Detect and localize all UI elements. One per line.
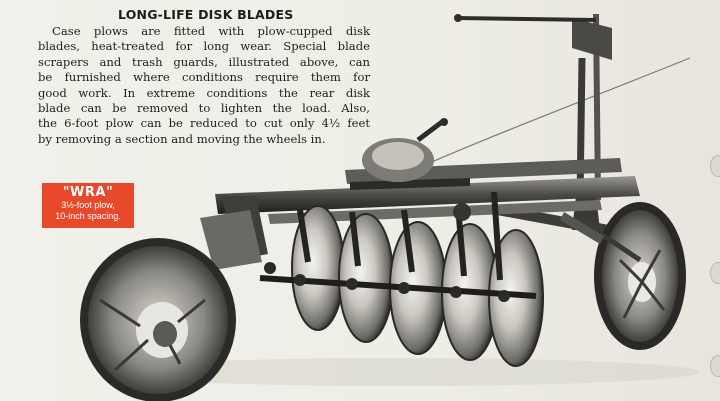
disk-plow-illustration — [80, 13, 700, 401]
binder-hole — [710, 155, 720, 177]
model-tag: "WRA" 3½-foot plow, 10-inch spacing. — [42, 183, 134, 228]
description-line: good work. In extreme conditions the rea… — [38, 85, 370, 100]
section-heading: LONG-LIFE DISK BLADES — [118, 7, 294, 22]
binder-hole — [710, 355, 720, 377]
description-line: scrapers and trash guards, illustrated a… — [38, 54, 370, 69]
description-line: be furnished where conditions require th… — [38, 70, 370, 85]
description-line: the 6-foot plow can be reduced to cut on… — [38, 116, 370, 131]
model-size: 3½-foot plow, — [61, 200, 115, 210]
description-line: blade can be removed to lighten the load… — [38, 101, 370, 116]
binder-hole — [710, 262, 720, 284]
description-line: Case plows are fitted with plow-cupped d… — [52, 24, 370, 38]
description-paragraph: Case plows are fitted with plow-cupped d… — [38, 24, 370, 147]
model-spacing: 10-inch spacing. — [55, 211, 121, 221]
description-line: blades, heat-treated for long wear. Spec… — [38, 39, 370, 54]
description-line: by removing a section and moving the whe… — [38, 131, 326, 146]
model-name: "WRA" — [62, 185, 114, 200]
